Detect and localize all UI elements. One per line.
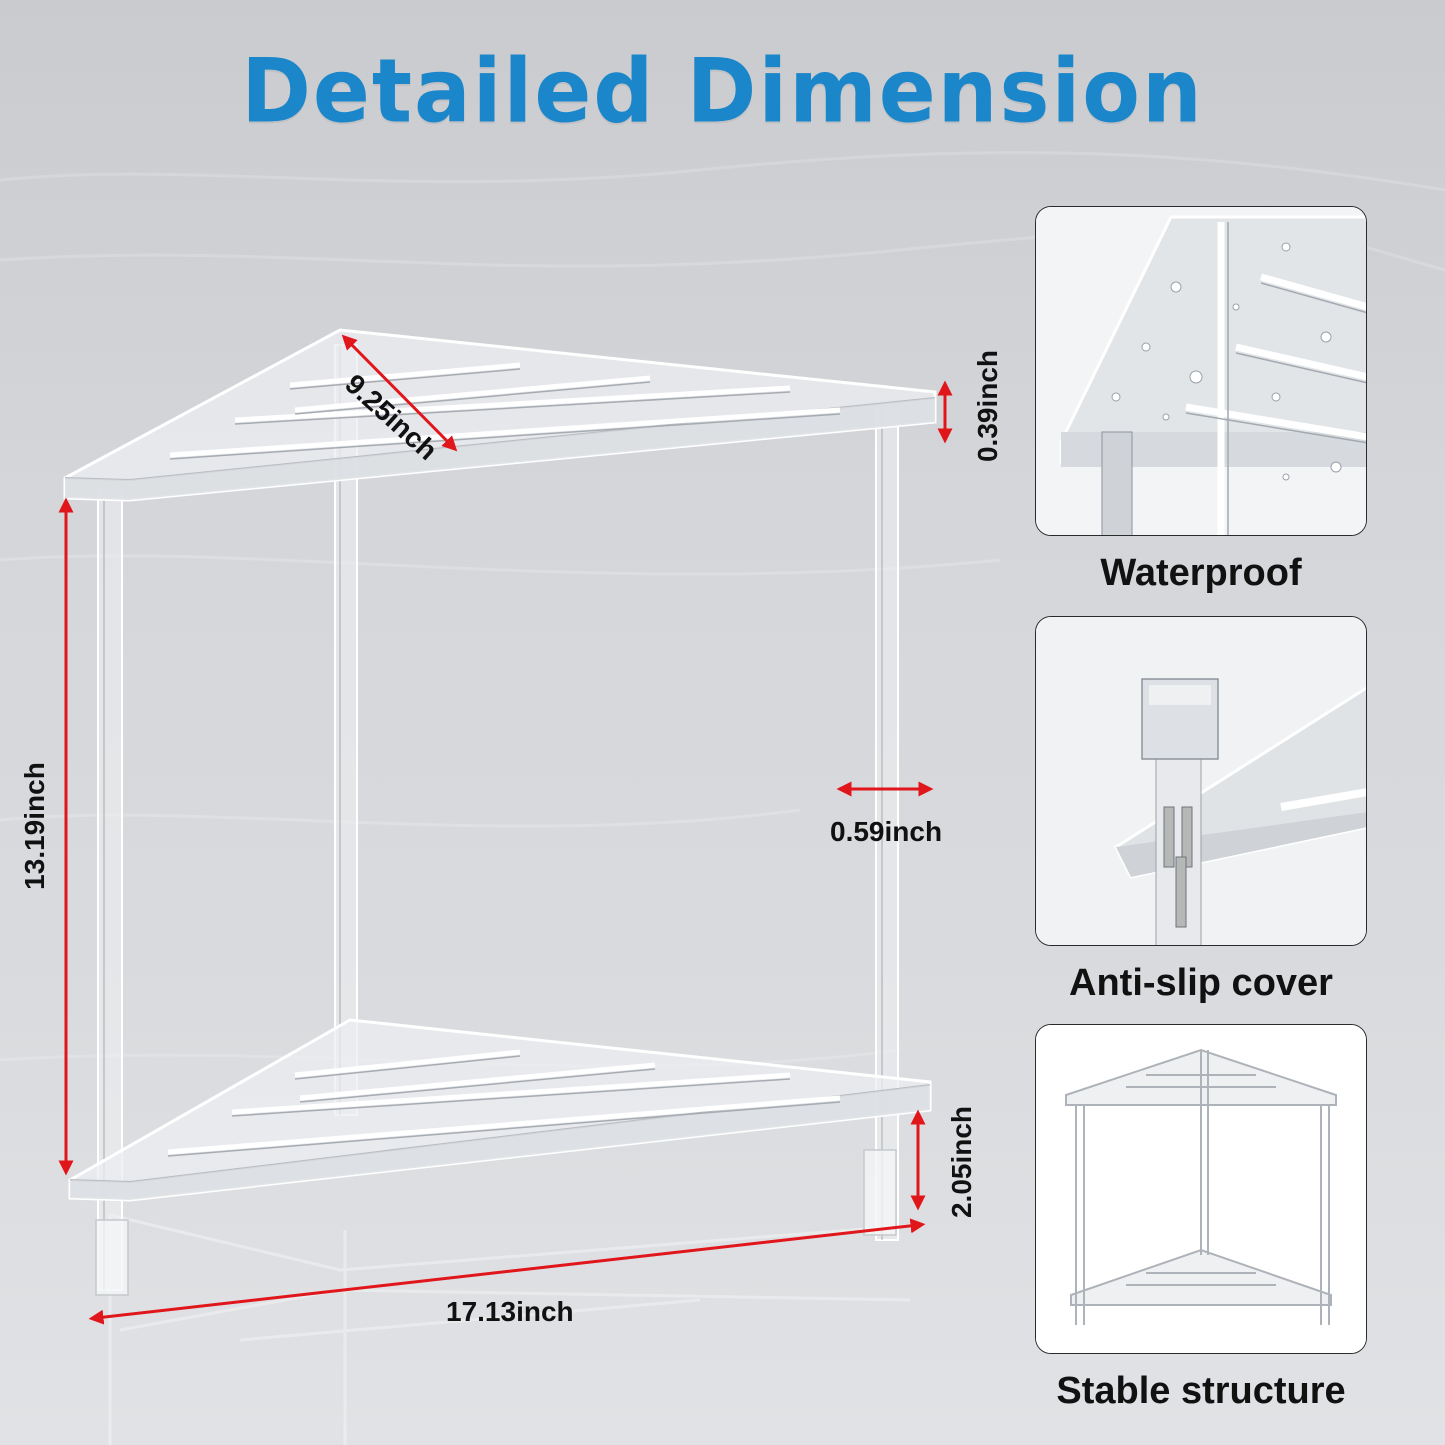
waterproof-label: Waterproof xyxy=(1100,552,1302,594)
shelf-thickness-label: 0.39inch xyxy=(972,349,1003,463)
waterproof-panel xyxy=(1035,206,1367,536)
floor-reflection xyxy=(108,1213,916,1445)
stable-structure-panel xyxy=(1035,1024,1367,1354)
anti-slip-cover-panel xyxy=(1035,616,1367,946)
foot-height-label: 2.05inch xyxy=(946,1105,977,1219)
dimension-arrows xyxy=(58,334,953,1325)
bottom-shelf xyxy=(68,1018,932,1202)
shelf-structure-icon xyxy=(1036,1025,1366,1353)
water-drops-icon xyxy=(1036,207,1366,535)
height-dimension-label: 13.19inch xyxy=(19,762,50,890)
anti-slip-cover-label: Anti-slip cover xyxy=(1069,962,1333,1004)
stable-structure-label: Stable structure xyxy=(1056,1370,1346,1412)
top-shelf xyxy=(63,328,937,502)
page-title: Detailed Dimension xyxy=(241,39,1204,143)
width-dimension-label: 17.13inch xyxy=(446,1296,574,1327)
leg-width-label: 0.59inch xyxy=(830,816,943,847)
leg-cap-icon xyxy=(1036,617,1366,945)
